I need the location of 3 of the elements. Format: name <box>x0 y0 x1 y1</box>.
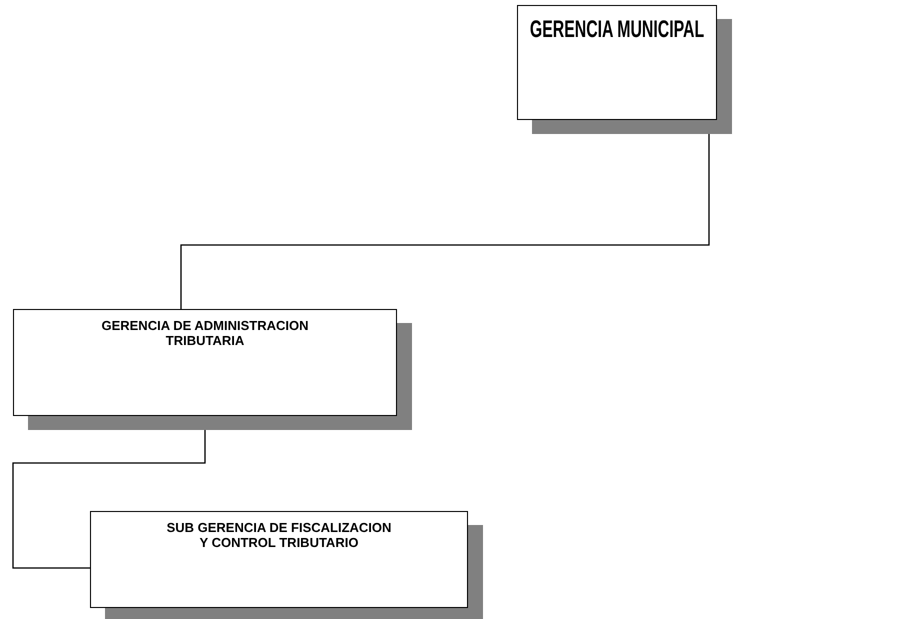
unit-name: GERENCIA DE ADMINISTRACION TRIBUTARIA <box>100 318 310 348</box>
unit-name: SUB GERENCIA DE FISCALIZACION Y CONTROL TRIBUTARIO <box>166 520 392 550</box>
unit-name: GERENCIA MUNICIPAL <box>530 16 704 44</box>
